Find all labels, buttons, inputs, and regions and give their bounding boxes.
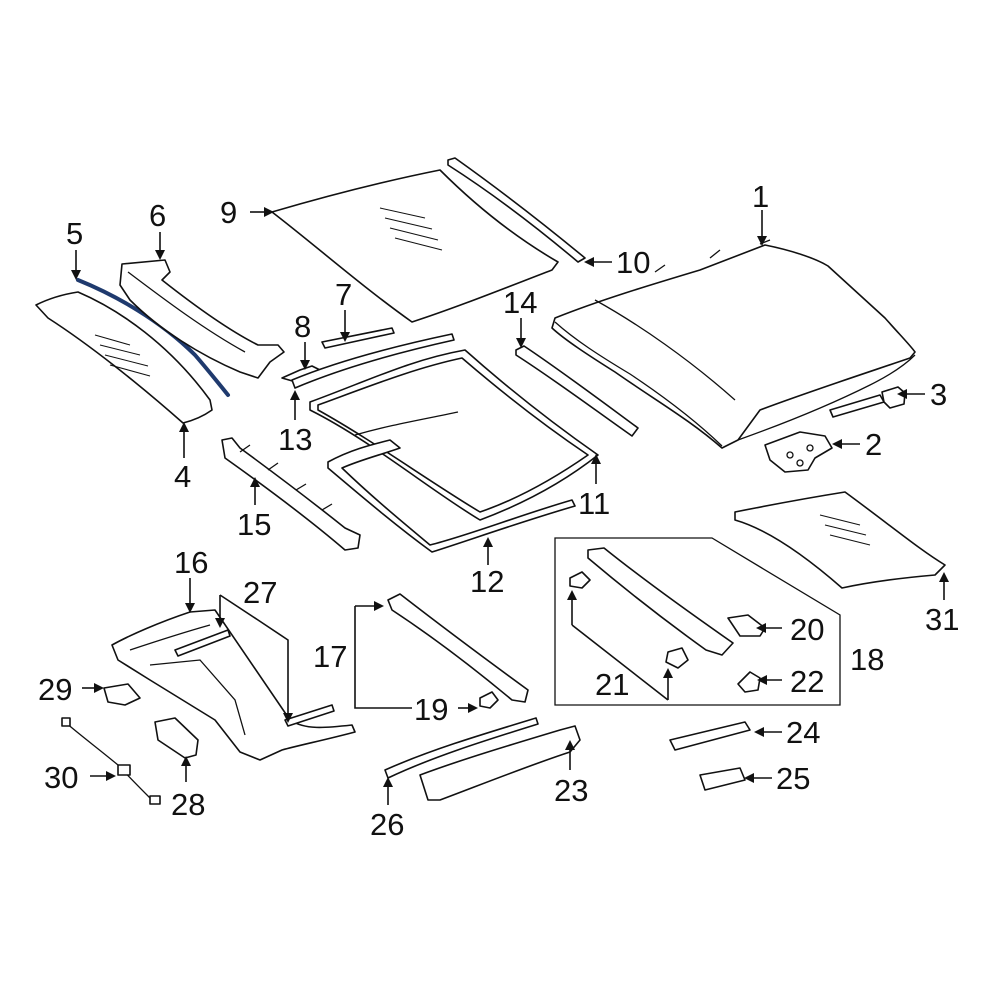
part-14-strip[interactable] [515, 345, 639, 437]
part-18-group-box [554, 537, 841, 706]
callout-13: 13 [278, 422, 312, 457]
callout-labels: 1 2 3 4 5 6 7 8 9 10 11 12 13 14 15 16 1… [38, 179, 959, 842]
callout-19: 19 [414, 692, 448, 727]
part-24-trim[interactable] [669, 721, 751, 751]
callout-7: 7 [335, 277, 352, 312]
part-23-side-rail[interactable] [419, 725, 581, 801]
part-7-trim-strip[interactable] [321, 327, 395, 349]
callout-25: 25 [776, 761, 810, 796]
part-5-seal-strip[interactable] [76, 278, 230, 397]
callout-2: 2 [865, 427, 882, 462]
part-9-glass-panel[interactable] [271, 169, 559, 323]
part-18-rail[interactable] [587, 547, 734, 656]
part-16-cassette-frame[interactable] [111, 609, 356, 761]
part-11-frame[interactable] [309, 349, 599, 521]
callout-5: 5 [66, 216, 83, 251]
callout-15: 15 [237, 507, 271, 542]
callout-29: 29 [38, 672, 72, 707]
part-20-slider[interactable] [727, 614, 766, 637]
part-28-motor[interactable] [154, 717, 199, 759]
callout-9: 9 [220, 195, 237, 230]
part-25-module[interactable] [699, 767, 746, 791]
part-4-rear-glass[interactable] [35, 291, 213, 424]
part-26-strip[interactable] [384, 717, 539, 779]
part-27-rods[interactable] [174, 629, 335, 727]
callout-3: 3 [930, 377, 947, 412]
part-2-bracket[interactable] [764, 431, 833, 473]
callout-21: 21 [595, 667, 629, 702]
part-21-clips[interactable] [569, 571, 689, 669]
callout-20: 20 [790, 612, 824, 647]
callout-4: 4 [174, 459, 191, 494]
callout-17: 17 [313, 639, 347, 674]
callout-23: 23 [554, 773, 588, 808]
callout-24: 24 [786, 715, 820, 750]
part-3-strut[interactable] [829, 386, 906, 418]
part-31-panel[interactable] [734, 491, 946, 589]
part-30-harness[interactable] [61, 717, 161, 805]
callout-10: 10 [616, 245, 650, 280]
callout-16: 16 [174, 545, 208, 580]
part-19-clip[interactable] [479, 691, 499, 709]
part-12-seal[interactable] [327, 411, 576, 553]
callout-6: 6 [149, 198, 166, 233]
callout-1: 1 [752, 179, 769, 214]
callout-8: 8 [294, 309, 311, 344]
seal-strip-highlight [76, 278, 230, 397]
part-13-strip[interactable] [291, 333, 455, 389]
callout-28: 28 [171, 787, 205, 822]
callout-14: 14 [503, 285, 537, 320]
part-1-roof-panel[interactable] [551, 239, 916, 449]
callout-12: 12 [470, 564, 504, 599]
part-22-fastener[interactable] [737, 671, 761, 693]
callout-31: 31 [925, 602, 959, 637]
callout-22: 22 [790, 664, 824, 699]
callout-18: 18 [850, 642, 884, 677]
callout-11: 11 [578, 486, 610, 521]
part-10-seal-strip[interactable] [447, 157, 586, 263]
callout-27: 27 [243, 575, 277, 610]
callout-26: 26 [370, 807, 404, 842]
leaders [71, 207, 949, 805]
part-6-trim-panel[interactable] [119, 259, 285, 379]
part-17-rail-bar[interactable] [387, 593, 529, 703]
part-15-rail[interactable] [221, 437, 361, 551]
part-29-switch[interactable] [103, 683, 141, 706]
callout-30: 30 [44, 760, 78, 795]
